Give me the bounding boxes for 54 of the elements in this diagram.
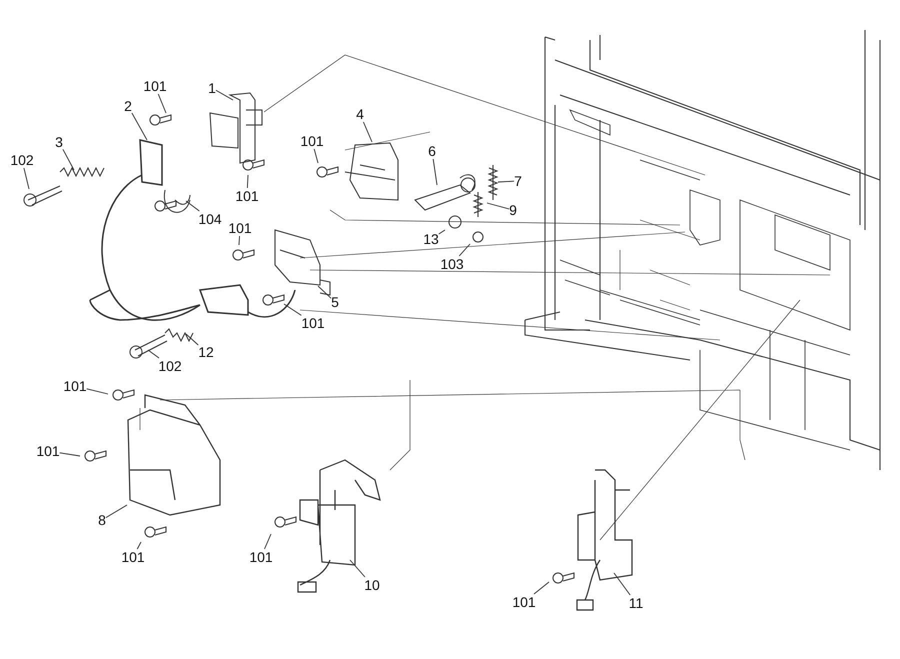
callout-number: 13 <box>423 231 439 247</box>
leader-line <box>62 148 74 170</box>
leader-line <box>264 534 272 550</box>
callout-number: 9 <box>509 202 517 218</box>
leader-line <box>350 560 366 578</box>
callout-number: 101 <box>36 443 60 459</box>
callout-number: 8 <box>98 512 106 528</box>
callout-number: 12 <box>198 344 214 360</box>
leader-line <box>158 94 166 114</box>
callout-number: 11 <box>628 595 644 611</box>
leader-line <box>59 452 80 456</box>
leader-line <box>23 168 30 190</box>
leader-line <box>432 158 438 186</box>
callout-number: 4 <box>356 106 364 122</box>
callout-number: 102 <box>158 358 182 374</box>
callout-number: 101 <box>63 378 87 394</box>
leader-line <box>534 582 550 594</box>
leader-line <box>186 334 199 346</box>
leader-line <box>148 350 160 358</box>
callout-number: 6 <box>428 143 436 159</box>
leader-line <box>362 122 372 142</box>
callout-number: 101 <box>228 220 252 236</box>
callout-number: 7 <box>514 173 522 189</box>
callout-number: 101 <box>300 133 324 149</box>
leader-line <box>498 180 515 182</box>
leader-line <box>105 504 128 518</box>
callout-number: 1 <box>208 80 216 96</box>
callout-number: 5 <box>331 294 339 310</box>
leader-line <box>186 200 200 212</box>
callout-number: 101 <box>235 188 259 204</box>
callout-number: 101 <box>121 549 145 565</box>
leader-line <box>458 244 470 256</box>
leader-line <box>246 174 248 188</box>
leader-line <box>238 236 240 246</box>
leader-line <box>136 542 142 550</box>
callout-number: 101 <box>249 549 273 565</box>
callout-number: 3 <box>55 134 63 150</box>
leader-line <box>215 90 234 100</box>
callout-number: 101 <box>301 315 325 331</box>
leader-line <box>131 112 148 140</box>
leader-line <box>318 286 332 299</box>
callout-number: 101 <box>143 78 167 94</box>
leader-line <box>314 148 318 164</box>
leader-line <box>438 230 446 234</box>
callout-number: 102 <box>10 152 34 168</box>
callout-number: 104 <box>198 211 222 227</box>
callout-number: 103 <box>440 256 464 272</box>
leader-line <box>486 202 510 210</box>
leader-line <box>86 388 108 394</box>
leader-line <box>614 572 631 596</box>
callout-number: 2 <box>124 98 132 114</box>
callout-number: 101 <box>512 594 536 610</box>
callout-number: 10 <box>364 577 380 593</box>
leader-line <box>284 304 302 316</box>
